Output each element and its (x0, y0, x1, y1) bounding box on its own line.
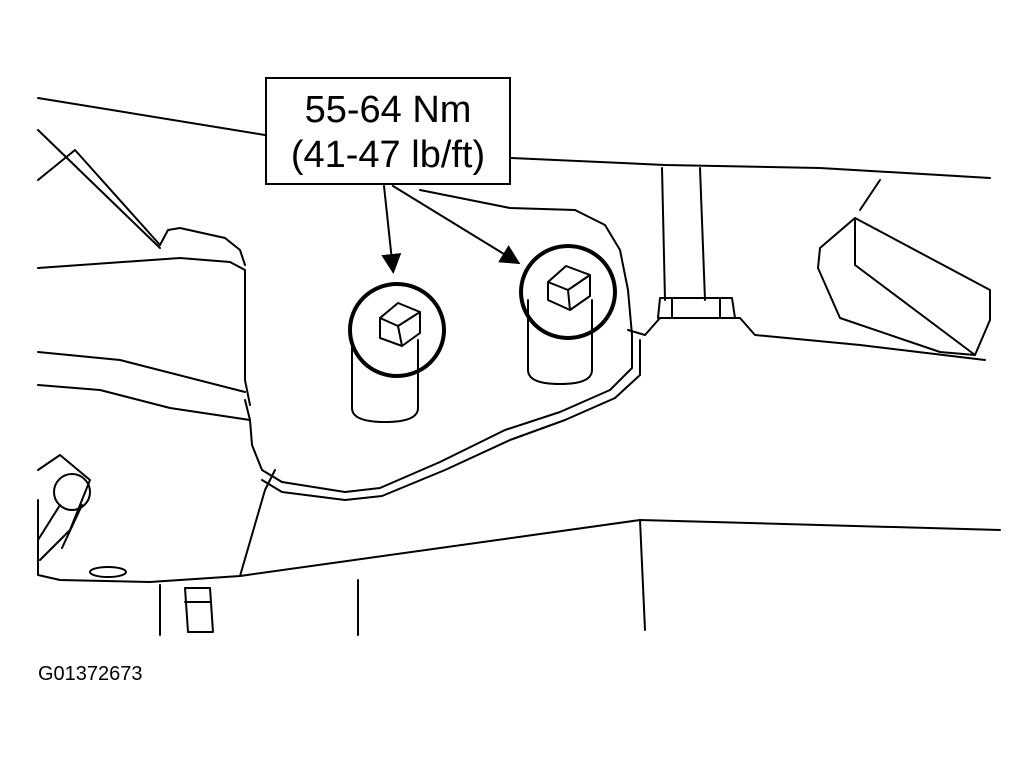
vertical-stud (661, 167, 706, 301)
ball-joint-stem (37, 504, 83, 549)
figure-id: G01372673 (38, 663, 143, 685)
torque-metric-label: 55-64 Nm (304, 89, 472, 131)
lower-verticals (159, 519, 646, 636)
bracket-inner-edge (261, 339, 641, 501)
right-rail (817, 217, 991, 356)
right-frame (627, 317, 986, 361)
bolt-icon (348, 282, 446, 423)
frame-top-edge (37, 97, 991, 179)
arrow-icon (392, 185, 521, 265)
arrow-icon (381, 185, 402, 274)
right-rail-top (859, 179, 881, 211)
stud-nut (657, 297, 736, 319)
lower-body (37, 469, 1001, 583)
left-gusset (37, 129, 161, 249)
left-lug (159, 227, 246, 266)
bolt-icon (519, 244, 617, 385)
mounting-bracket (244, 189, 633, 493)
left-panel (37, 257, 251, 421)
lower-bolt (184, 587, 214, 633)
drain-slot (89, 566, 127, 578)
lower-outline (37, 454, 91, 561)
ball-joint (53, 473, 91, 511)
torque-imperial-label: (41-47 lb/ft) (290, 134, 486, 176)
torque-callout: 55-64 Nm (41-47 lb/ft) (265, 77, 511, 185)
